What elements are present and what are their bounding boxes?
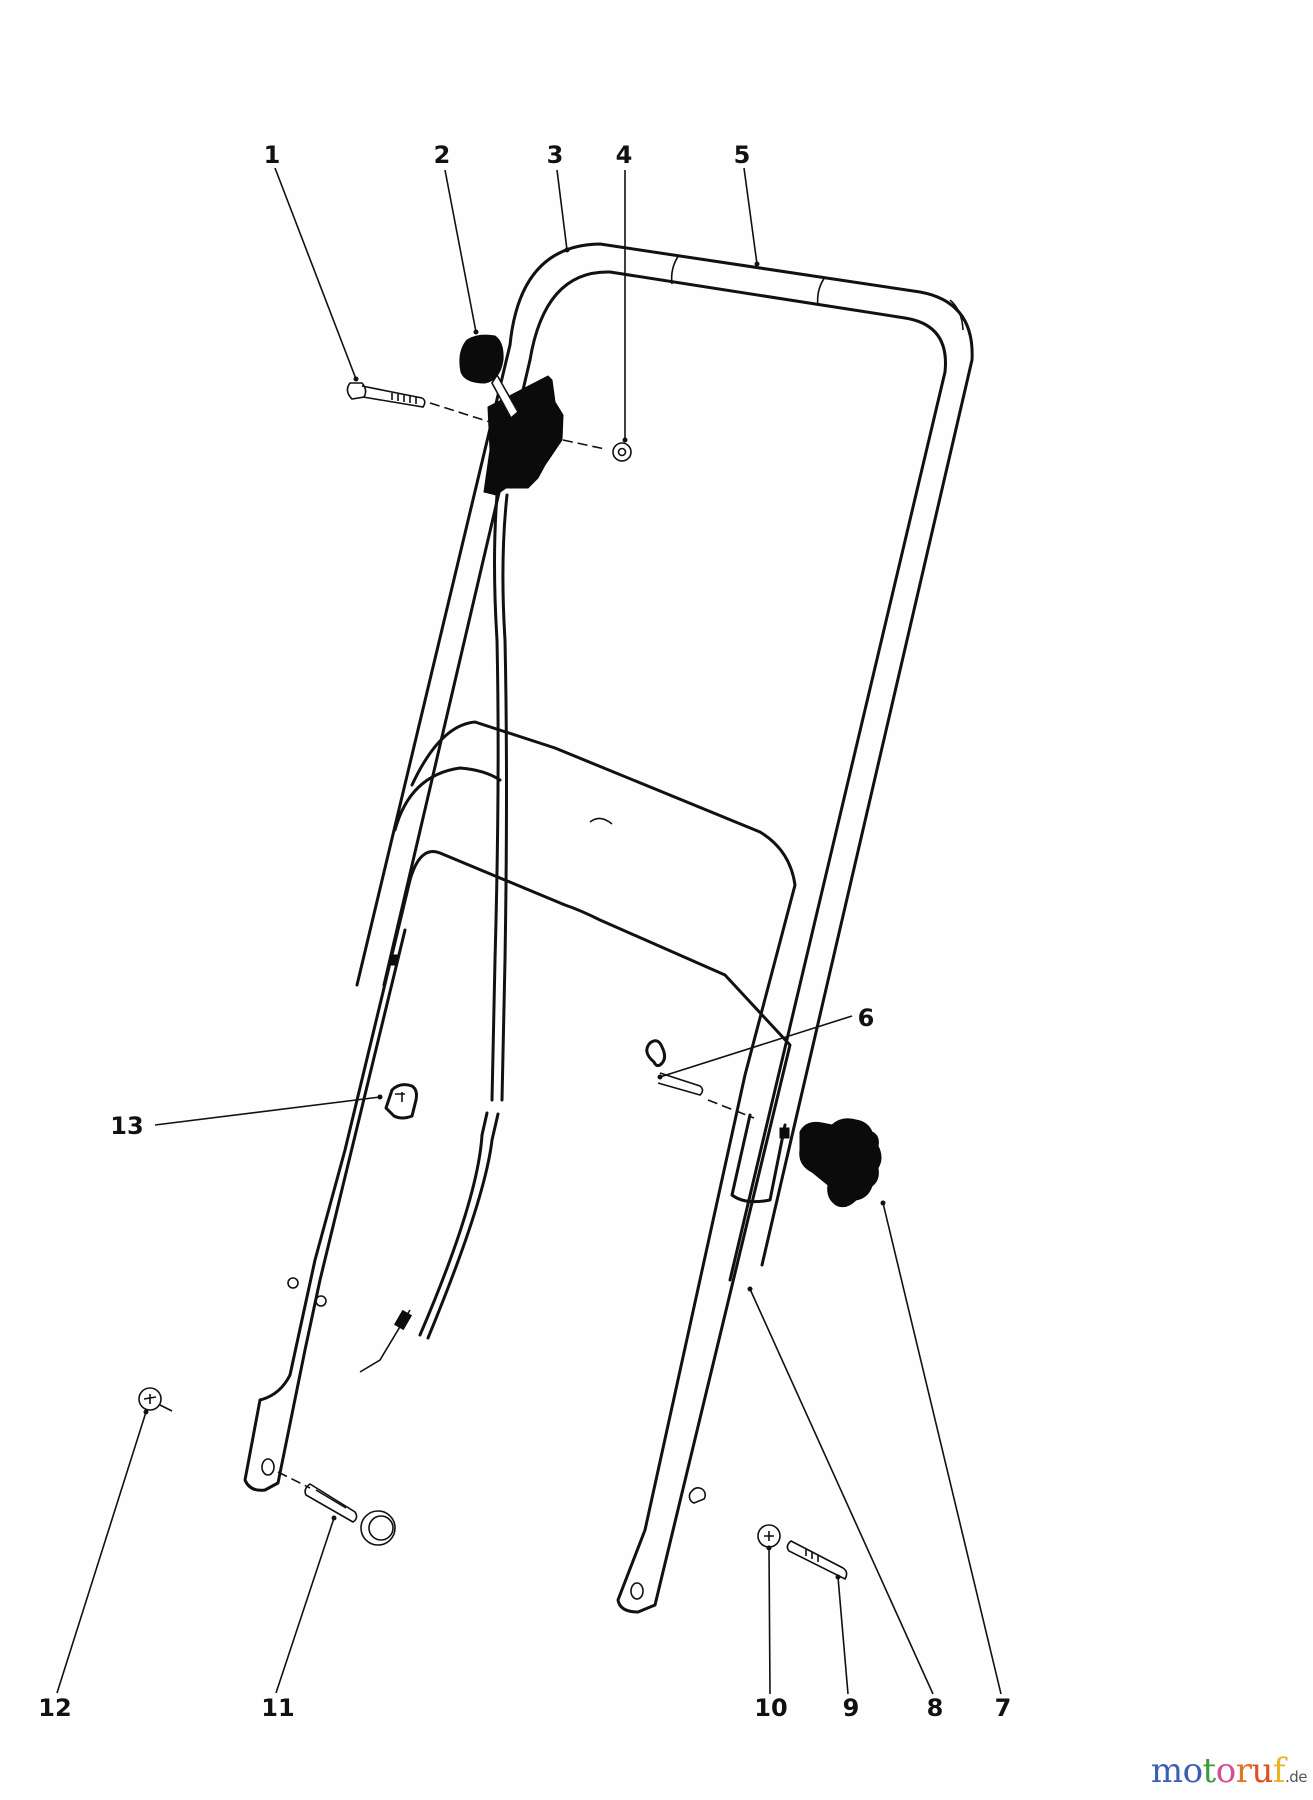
nut-part-10 bbox=[757, 1524, 781, 1548]
callout-5: 5 bbox=[733, 141, 751, 169]
lower-handle-hole bbox=[287, 1277, 299, 1289]
upper-handle bbox=[355, 242, 974, 1282]
shoulder-bolt-part-11 bbox=[277, 1471, 396, 1546]
callout-11: 11 bbox=[261, 1694, 295, 1722]
logo-letter: r bbox=[1235, 1751, 1252, 1791]
watermark-logo: motoruf.de bbox=[1150, 1751, 1308, 1791]
control-lever-housing bbox=[483, 373, 564, 496]
callout-6: 6 bbox=[857, 1004, 875, 1032]
nut-part-4 bbox=[562, 439, 632, 462]
callout-3: 3 bbox=[546, 141, 564, 169]
lower-handle-hole bbox=[315, 1295, 327, 1307]
lower-handle bbox=[243, 720, 797, 1614]
logo-tld: .de bbox=[1284, 1768, 1308, 1786]
lower-handle-mount-hole bbox=[261, 1458, 275, 1476]
control-cable bbox=[359, 493, 509, 1373]
cable-clip-part-13 bbox=[384, 1083, 418, 1120]
logo-letter: o bbox=[1182, 1751, 1203, 1791]
logo-letter: t bbox=[1202, 1751, 1217, 1791]
logo-letter: o bbox=[1215, 1751, 1236, 1791]
nut-part-12 bbox=[138, 1387, 173, 1412]
lower-handle-rivet bbox=[389, 954, 398, 966]
callout-8: 8 bbox=[926, 1694, 944, 1722]
lower-handle-dimple bbox=[589, 817, 613, 825]
callout-2: 2 bbox=[433, 141, 451, 169]
callout-1: 1 bbox=[263, 141, 281, 169]
callout-7: 7 bbox=[994, 1694, 1012, 1722]
carriage-bolt-part-6 bbox=[645, 1039, 755, 1119]
callout-4: 4 bbox=[615, 141, 633, 169]
logo-letter: f bbox=[1272, 1751, 1286, 1791]
logo-letter: u bbox=[1251, 1751, 1273, 1791]
control-lever-knob bbox=[459, 334, 504, 384]
callout-12: 12 bbox=[38, 1694, 72, 1722]
bolt-part-1 bbox=[346, 382, 491, 423]
handle-sleeve bbox=[730, 1113, 790, 1204]
handle-knob-part-7 bbox=[799, 1118, 882, 1208]
callout-10: 10 bbox=[754, 1694, 788, 1722]
leader-lines bbox=[56, 167, 1002, 1695]
lower-handle-mount-hole bbox=[630, 1582, 644, 1600]
logo-letter: m bbox=[1150, 1751, 1183, 1791]
handle-grip bbox=[670, 254, 826, 307]
callout-13: 13 bbox=[110, 1112, 144, 1140]
bolt-part-9 bbox=[786, 1540, 848, 1581]
callout-9: 9 bbox=[842, 1694, 860, 1722]
